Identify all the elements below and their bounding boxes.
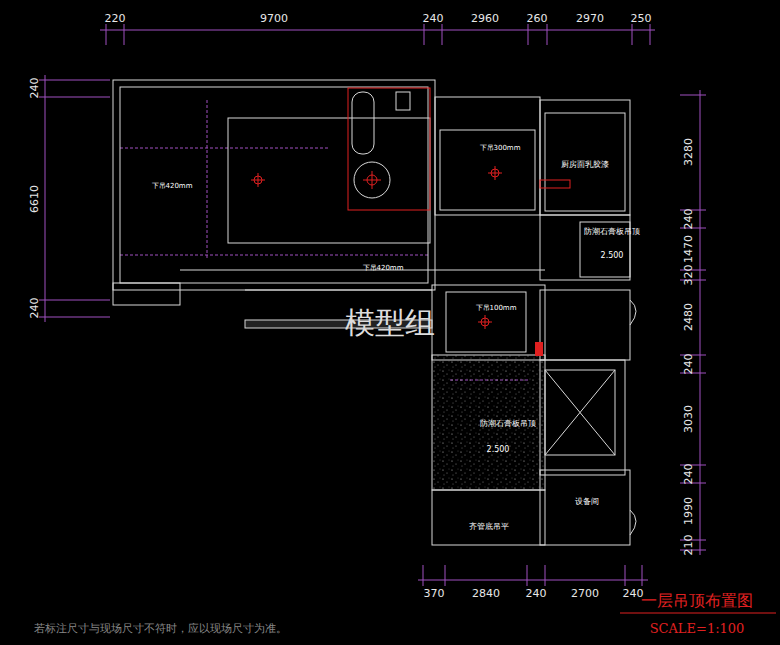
dimension: 240: [423, 13, 444, 24]
dimension-lines: [39, 24, 706, 586]
dimension: 370: [424, 588, 445, 599]
room-note: 设备间: [575, 498, 599, 506]
dimension: 240: [683, 464, 694, 485]
dimension: 210: [683, 535, 694, 556]
dimension: 250: [631, 13, 652, 24]
walls: [113, 80, 636, 545]
dimension: 240: [29, 78, 40, 99]
room-note: 下吊420mm: [152, 183, 193, 190]
dimension: 240: [683, 209, 694, 230]
dimension: 260: [527, 13, 548, 24]
room-note: 齐管底吊平: [469, 523, 509, 531]
elevation: 2.500: [487, 446, 510, 454]
red-mark: [540, 180, 570, 188]
room-note: 厨房面乳胶漆: [561, 161, 609, 169]
room-note: 下吊100mm: [476, 305, 517, 312]
dimension: 240: [683, 354, 694, 375]
bathroom-outline: [348, 88, 430, 210]
dimension: 3280: [683, 138, 694, 166]
room-note: 防潮石膏板吊顶: [480, 420, 536, 428]
dimension: 240: [526, 588, 547, 599]
room-note: 下吊300mm: [480, 145, 521, 152]
red-mark: [535, 342, 543, 356]
dimension: 2840: [472, 588, 500, 599]
scale-note: SCALE=1:100: [650, 622, 745, 635]
dimension: 240: [623, 588, 644, 599]
dimension: 1470: [683, 235, 694, 263]
dimension: 240: [29, 298, 40, 319]
dimension: 320: [683, 265, 694, 286]
title-underline: [620, 613, 776, 614]
elevation: 2.500: [601, 252, 624, 260]
dimension: 9700: [260, 13, 288, 24]
dimension: 2960: [471, 13, 499, 24]
title: 一层吊顶布置图: [641, 593, 753, 609]
room-note: 下吊420mm: [363, 265, 404, 272]
dimension: 6610: [29, 185, 40, 213]
room-note: 防潮石膏板吊顶: [584, 228, 640, 236]
dimension: 220: [105, 13, 126, 24]
dimension: 2970: [576, 13, 604, 24]
site-note: 若标注尺寸与现场尺寸不符时，应以现场尺寸为准。: [34, 623, 287, 634]
watermark: 模型组: [345, 308, 435, 338]
light-symbols: [251, 166, 502, 329]
dimension: 1990: [683, 497, 694, 525]
dimension: 3030: [683, 405, 694, 433]
dimension: 2700: [571, 588, 599, 599]
dimension: 2480: [683, 303, 694, 331]
